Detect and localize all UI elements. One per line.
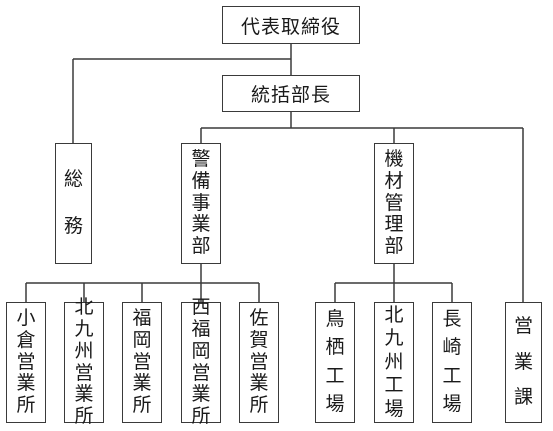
label-char: 務 (63, 215, 83, 238)
label-char: 機 (384, 147, 404, 170)
label-char: 業 (191, 383, 211, 406)
label-char: 管 (384, 191, 404, 214)
label-char: 営 (16, 350, 36, 373)
label-char: 所 (249, 394, 269, 417)
label-char: 九 (384, 327, 404, 350)
label-char: 工 (325, 364, 345, 387)
label-char: 課 (513, 385, 533, 408)
label-char: 北 (74, 295, 94, 318)
node-nishi-fukuoka-office: 西福岡営業所 (181, 296, 221, 427)
label-char: 岡 (132, 328, 152, 351)
label-char: 北 (384, 303, 404, 326)
label-char: 業 (513, 350, 533, 373)
node-tosu-factory: 鳥栖工場 (315, 302, 355, 423)
label-char: 業 (16, 372, 36, 395)
label-char: 場 (442, 392, 462, 415)
label-char: 福 (132, 306, 152, 329)
node-nagasaki-factory: 長崎工場 (432, 302, 472, 423)
node-security-division: 警備事業部 (181, 143, 221, 264)
label-char: 州 (384, 350, 404, 373)
label-char: 場 (325, 392, 345, 415)
label-char: 州 (74, 339, 94, 362)
label-char: 営 (249, 350, 269, 373)
label-char: 小 (16, 306, 36, 329)
label-char: 九 (74, 317, 94, 340)
label-char: 理 (384, 213, 404, 236)
node-general-affairs: 総務 (55, 143, 92, 264)
node-kokura-office: 小倉営業所 (6, 302, 46, 423)
label-char: 賀 (249, 328, 269, 351)
label-char: 業 (191, 213, 211, 236)
label-char: 材 (384, 169, 404, 192)
label-char: 部 (384, 235, 404, 258)
node-kitakyushu-office: 北九州営業所 (64, 296, 104, 427)
label-char: 所 (16, 394, 36, 417)
label-char: 備 (191, 169, 211, 192)
node-fukuoka-office: 福岡営業所 (122, 302, 162, 423)
label-char: 所 (74, 405, 94, 428)
label-char: 所 (191, 405, 211, 428)
label-char: 福 (191, 317, 211, 340)
node-ceo: 代表取締役 (222, 6, 360, 44)
node-saga-office: 佐賀営業所 (239, 302, 279, 423)
label-char: 部 (191, 235, 211, 258)
node-kitakyushu-factory: 北九州工場 (374, 302, 414, 423)
label-char: 営 (513, 315, 533, 338)
label-char: 事 (191, 191, 211, 214)
node-equipment-department: 機材管理部 (374, 143, 414, 264)
label-char: 営 (74, 361, 94, 384)
label-char: 西 (191, 295, 211, 318)
label-char: 鳥 (325, 308, 345, 331)
label-char: 業 (249, 372, 269, 395)
node-general-manager: 統括部長 (222, 75, 360, 112)
label-char: 場 (384, 397, 404, 420)
label-char: 警 (191, 147, 211, 170)
node-sales-section: 営業課 (505, 302, 542, 423)
label-char: 業 (74, 383, 94, 406)
label-char: 長 (442, 308, 462, 331)
label-char: 栖 (325, 336, 345, 359)
label-char: 佐 (249, 306, 269, 329)
label-char: 倉 (16, 328, 36, 351)
label-char: 総 (63, 168, 83, 191)
label-char: 工 (384, 374, 404, 397)
label-char: 営 (132, 350, 152, 373)
label-char: 岡 (191, 339, 211, 362)
label-char: 業 (132, 372, 152, 395)
label-char: 所 (132, 394, 152, 417)
label-char: 崎 (442, 336, 462, 359)
label-char: 工 (442, 364, 462, 387)
label-char: 営 (191, 361, 211, 384)
